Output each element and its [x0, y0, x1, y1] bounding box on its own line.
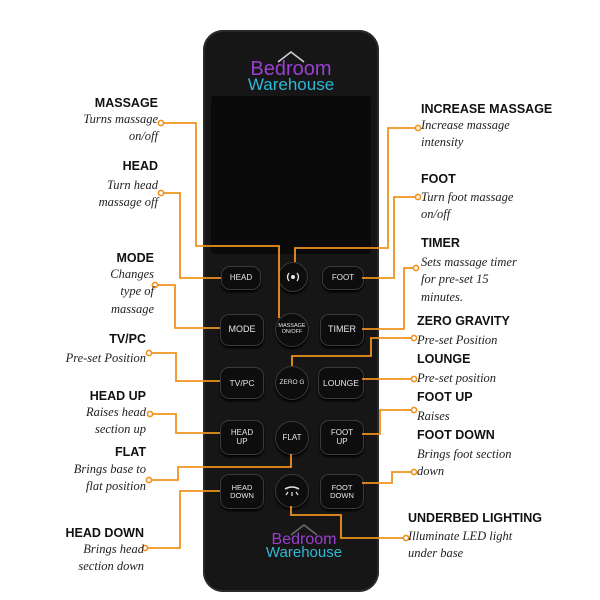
head-down-button[interactable]: HEAD DOWN: [220, 474, 264, 509]
dot-headup: [146, 410, 154, 418]
annotation-lounge-title: LOUNGE: [417, 352, 471, 366]
dot-timer: [412, 264, 420, 272]
annotation-footup-title: FOOT UP: [417, 390, 473, 404]
dot-footdown: [410, 468, 418, 476]
dot-foot: [414, 193, 422, 201]
line-timer: [362, 267, 416, 330]
underbed-light-button[interactable]: [275, 474, 309, 508]
annotation-flat-title: FLAT: [114, 445, 146, 459]
annotation-zerog-title: ZERO GRAVITY: [417, 314, 510, 328]
annotation-mode-title: MODE: [116, 251, 155, 265]
brand-logo-bottom: Bedroom Warehouse: [254, 524, 354, 561]
dot-head: [157, 189, 165, 197]
head-button[interactable]: HEAD: [221, 266, 261, 290]
remote-screen: [211, 96, 371, 254]
dot-mode: [151, 281, 159, 289]
zero-g-button[interactable]: ZERO G: [275, 366, 309, 400]
massage-onoff-button[interactable]: MASSAGE ON/OFF: [275, 313, 309, 347]
line-footdown: [362, 471, 414, 484]
annotation-headdown-title: HEAD DOWN: [65, 526, 144, 540]
dot-headdown: [141, 544, 149, 552]
line-head: [162, 192, 221, 279]
dot-massage: [157, 119, 165, 127]
line-headup: [151, 413, 220, 434]
lamp-icon: [284, 486, 300, 496]
head-up-button[interactable]: HEAD UP: [220, 420, 264, 455]
annotation-flat-desc: Brings base to flat position: [73, 462, 146, 494]
dot-increase: [414, 124, 422, 132]
line-flat: [150, 454, 292, 481]
line-zerog: [291, 337, 414, 366]
dot-lounge: [410, 375, 418, 383]
annotation-timer-desc: Sets massage timer for pre-set 15 minute…: [421, 255, 517, 304]
line-footup: [362, 409, 414, 435]
foot-down-button[interactable]: FOOT DOWN: [320, 474, 364, 509]
annotation-headup-desc: Raises head section up: [85, 405, 146, 437]
foot-up-button[interactable]: FOOT UP: [320, 420, 364, 455]
line-light: [290, 506, 406, 539]
annotation-increase-desc: Increase massage intensity: [421, 118, 510, 150]
line-massage: [162, 122, 280, 318]
vibration-icon: [286, 272, 300, 282]
dot-light: [402, 534, 410, 542]
annotation-tvpc-title: TV/PC: [109, 332, 146, 346]
increase-massage-button[interactable]: [278, 262, 308, 292]
annotation-head-title: HEAD: [122, 159, 158, 173]
annotation-increase-title: INCREASE MASSAGE: [421, 102, 553, 116]
dot-flat: [145, 476, 153, 484]
line-foot: [362, 196, 418, 279]
brand-logo-top: Bedroom Warehouse: [236, 51, 346, 94]
flat-button[interactable]: FLAT: [275, 421, 309, 455]
line-increase: [294, 127, 418, 262]
annotation-footdown-desc: Brings foot section down: [417, 447, 512, 479]
brand-line2-bottom: Warehouse: [265, 544, 343, 561]
dot-zerog: [410, 334, 418, 342]
annotation-tvpc-desc: Pre-set Position: [65, 351, 146, 365]
annotation-headdown-desc: Brings head section down: [78, 542, 144, 574]
roof-icon: [290, 524, 318, 536]
brand-line1-bottom: Bedroom: [271, 531, 337, 548]
mode-button[interactable]: MODE: [220, 314, 264, 346]
line-tvpc: [150, 352, 220, 382]
tvpc-button[interactable]: TV/PC: [220, 367, 264, 399]
timer-button[interactable]: TIMER: [320, 314, 364, 346]
annotation-head-desc: Turn head massage off: [98, 178, 158, 210]
annotation-mode-desc: Changes type of massage: [110, 267, 154, 316]
brand-line2: Warehouse: [247, 75, 335, 94]
annotation-timer-title: TIMER: [421, 236, 460, 250]
annotation-headup-title: HEAD UP: [89, 389, 146, 403]
annotation-lounge-desc: Pre-set position: [417, 371, 497, 385]
line-headdown: [146, 490, 220, 549]
annotation-footup-desc: Raises: [417, 409, 450, 423]
annotation-foot-desc: Turn foot massage on/off: [421, 190, 514, 222]
annotation-zerog-desc: Pre-set Position: [417, 333, 498, 347]
annotation-light-title: UNDERBED LIGHTING: [408, 511, 543, 525]
line-mode: [156, 284, 220, 329]
annotation-light-desc: Illuminate LED light under base: [408, 529, 513, 561]
lounge-button[interactable]: LOUNGE: [318, 367, 364, 399]
roof-icon: [277, 51, 305, 63]
dot-tvpc: [145, 349, 153, 357]
foot-button[interactable]: FOOT: [322, 266, 364, 290]
annotation-footdown-title: FOOT DOWN: [417, 428, 495, 442]
annotation-foot-title: FOOT: [421, 172, 456, 186]
annotation-massage-title: MASSAGE: [94, 96, 158, 110]
annotation-massage-desc: Turns massage on/off: [83, 112, 158, 144]
brand-line1: Bedroom: [250, 58, 332, 80]
dot-footup: [410, 406, 418, 414]
